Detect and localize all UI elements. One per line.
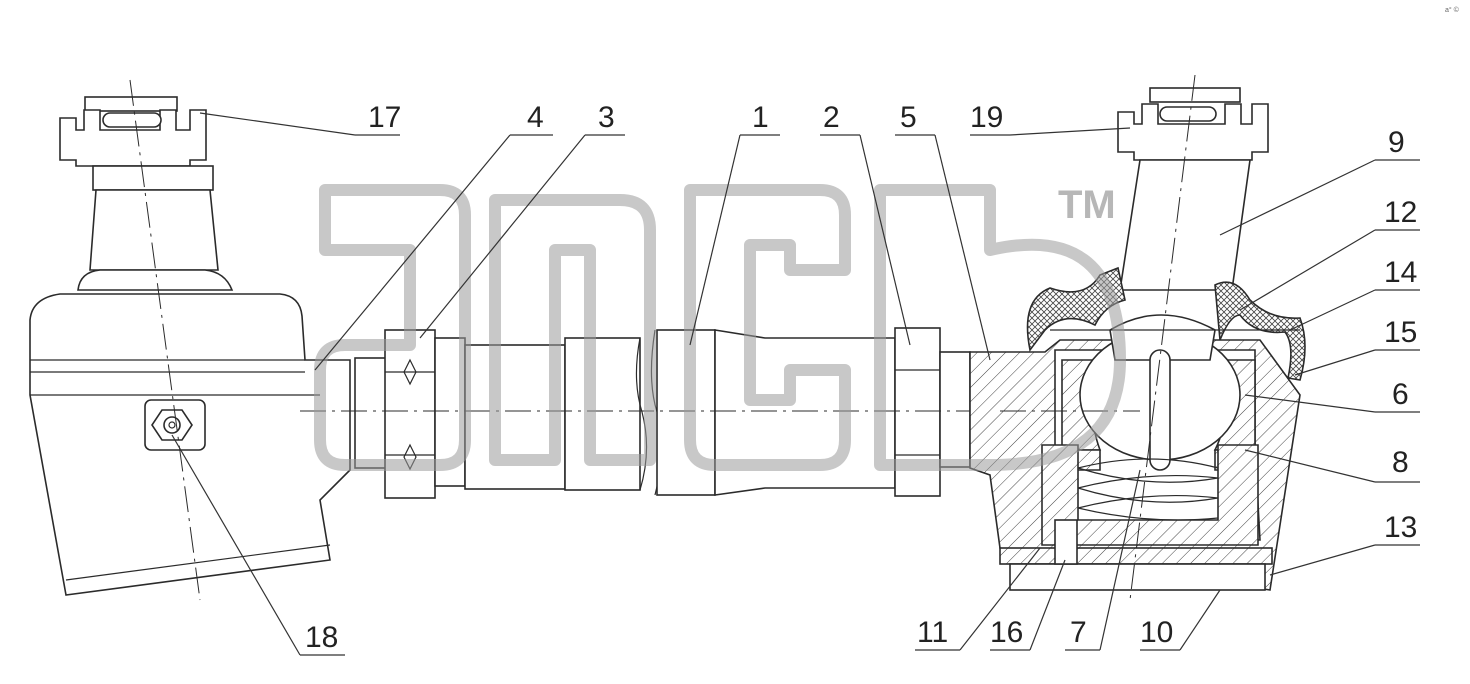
label-9: 9 <box>1388 126 1405 159</box>
label-5: 5 <box>900 101 917 134</box>
spring-seat <box>1041 444 1259 546</box>
label-4: 4 <box>527 101 544 134</box>
corner-marks: a° © <box>1445 6 1460 14</box>
label-19: 19 <box>970 101 1003 134</box>
label-13: 13 <box>1384 511 1417 544</box>
label-14: 14 <box>1384 256 1417 289</box>
left-clamp-nut <box>384 329 436 499</box>
leader-lines <box>171 112 1420 656</box>
bottom-cover <box>999 547 1273 565</box>
label-11: 11 <box>917 616 948 649</box>
label-16: 16 <box>990 616 1023 649</box>
right-ball-stud <box>1119 159 1251 291</box>
left-ball-stud <box>89 189 219 271</box>
right-tie-rod-end <box>969 74 1306 601</box>
label-6: 6 <box>1392 378 1409 411</box>
label-18: 18 <box>305 621 338 654</box>
label-12: 12 <box>1384 196 1417 229</box>
trademark-mark: TM <box>1058 183 1116 227</box>
right-castle-nut <box>1117 87 1269 161</box>
spring <box>1077 458 1219 521</box>
label-17: 17 <box>368 101 401 134</box>
label-3: 3 <box>598 101 615 134</box>
callout-labels: 17 4 3 1 2 5 19 9 12 14 15 6 8 13 10 7 1… <box>305 101 1417 654</box>
left-grease-fitting <box>144 399 206 451</box>
label-8: 8 <box>1392 446 1409 479</box>
label-1: 1 <box>752 101 769 134</box>
label-7: 7 <box>1070 616 1087 649</box>
label-10: 10 <box>1140 616 1173 649</box>
left-castle-nut <box>59 96 214 191</box>
watermark-logo: TM <box>314 183 1126 471</box>
left-tie-rod-end <box>29 79 351 601</box>
label-15: 15 <box>1384 316 1417 349</box>
label-2: 2 <box>823 101 840 134</box>
